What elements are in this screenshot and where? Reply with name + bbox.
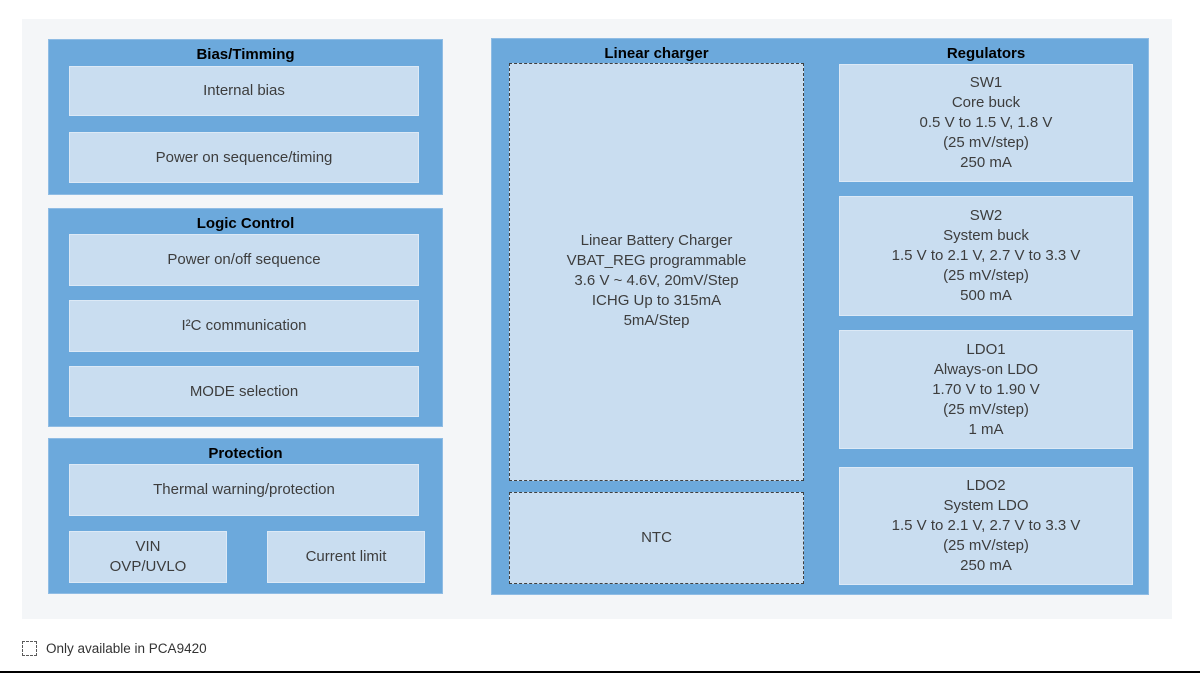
regulator-name: LDO2 <box>966 477 1006 494</box>
bottom-divider <box>0 671 1200 673</box>
i2c-communication-box: I²C communication <box>69 300 419 352</box>
charger-ichg-line: ICHG Up to 315mA <box>591 292 722 309</box>
ntc-label: NTC <box>641 529 672 546</box>
ovp-uvlo-label: OVP/UVLO <box>109 558 187 575</box>
charger-title-line: Linear Battery Charger <box>580 232 733 249</box>
regulator-current: 250 mA <box>960 154 1012 171</box>
charger-vbat-line: VBAT_REG programmable <box>566 252 747 269</box>
regulator-step: (25 mV/step) <box>943 537 1029 554</box>
regulator-name: SW2 <box>969 207 1003 224</box>
regulator-voltage-range: 1.5 V to 2.1 V, 2.7 V to 3.3 V <box>891 247 1081 264</box>
group-regulators-title: Regulators <box>946 45 1026 62</box>
ntc-box: NTC <box>509 492 804 584</box>
regulator-step: (25 mV/step) <box>943 400 1029 418</box>
group-protection-title: Protection <box>208 445 283 462</box>
group-bias-title: Bias/Timming <box>196 46 295 63</box>
regulator-voltage-range: 0.5 V to 1.5 V, 1.8 V <box>919 114 1053 131</box>
dashed-box-legend-icon <box>22 641 37 656</box>
internal-bias-label: Internal bias <box>203 82 285 99</box>
group-logic-title: Logic Control <box>196 215 295 232</box>
regulator-step: (25 mV/step) <box>943 134 1029 151</box>
group-charger-title: Linear charger <box>604 45 709 62</box>
thermal-protection-label: Thermal warning/protection <box>153 481 335 498</box>
linear-battery-charger-box: Linear Battery Charger VBAT_REG programm… <box>509 63 804 481</box>
regulator-type: System buck <box>943 227 1029 244</box>
mode-selection-label: MODE selection <box>189 382 299 400</box>
mode-selection-box: MODE selection <box>69 366 419 417</box>
group-protection: Protection Thermal warning/protection VI… <box>48 438 443 594</box>
regulator-current: 250 mA <box>960 557 1012 574</box>
group-charger-regulators: Linear charger Regulators Linear Battery… <box>491 38 1149 595</box>
regulator-name: SW1 <box>969 74 1003 91</box>
power-on-sequence-box: Power on sequence/timing <box>69 132 419 183</box>
i2c-communication-label: I²C communication <box>181 317 307 334</box>
regulator-current: 500 mA <box>960 287 1012 304</box>
regulator-step: (25 mV/step) <box>943 267 1029 284</box>
regulator-type: Core buck <box>951 94 1021 111</box>
internal-bias-box: Internal bias <box>69 66 419 116</box>
regulator-type: Always-on LDO <box>933 360 1039 378</box>
charger-step-line: 5mA/Step <box>623 312 690 329</box>
group-bias-timing: Bias/Timming Internal bias Power on sequ… <box>48 39 443 195</box>
power-onoff-sequence-label: Power on/off sequence <box>167 251 321 268</box>
regulator-sw1-box: SW1 Core buck 0.5 V to 1.5 V, 1.8 V (25 … <box>839 64 1133 182</box>
regulator-name: LDO1 <box>966 340 1006 358</box>
legend-label: Only available in PCA9420 <box>46 641 207 656</box>
regulator-current: 1 mA <box>968 420 1004 438</box>
legend: Only available in PCA9420 <box>22 641 207 656</box>
charger-range-line: 3.6 V ~ 4.6V, 20mV/Step <box>574 272 739 289</box>
group-logic-control: Logic Control Power on/off sequence I²C … <box>48 208 443 427</box>
vin-label: VIN <box>135 538 161 555</box>
power-onoff-sequence-box: Power on/off sequence <box>69 234 419 286</box>
power-on-sequence-label: Power on sequence/timing <box>155 148 333 166</box>
regulator-type: System LDO <box>943 497 1029 514</box>
regulator-voltage-range: 1.5 V to 2.1 V, 2.7 V to 3.3 V <box>891 517 1081 534</box>
current-limit-label: Current limit <box>305 548 387 565</box>
regulator-voltage-range: 1.70 V to 1.90 V <box>932 380 1040 398</box>
regulator-ldo2-box: LDO2 System LDO 1.5 V to 2.1 V, 2.7 V to… <box>839 467 1133 585</box>
regulator-sw2-box: SW2 System buck 1.5 V to 2.1 V, 2.7 V to… <box>839 196 1133 316</box>
regulator-ldo1-box: LDO1 Always-on LDO 1.70 V to 1.90 V (25 … <box>839 330 1133 449</box>
current-limit-box: Current limit <box>267 531 425 583</box>
thermal-protection-box: Thermal warning/protection <box>69 464 419 516</box>
vin-ovp-uvlo-box: VIN OVP/UVLO <box>69 531 227 583</box>
